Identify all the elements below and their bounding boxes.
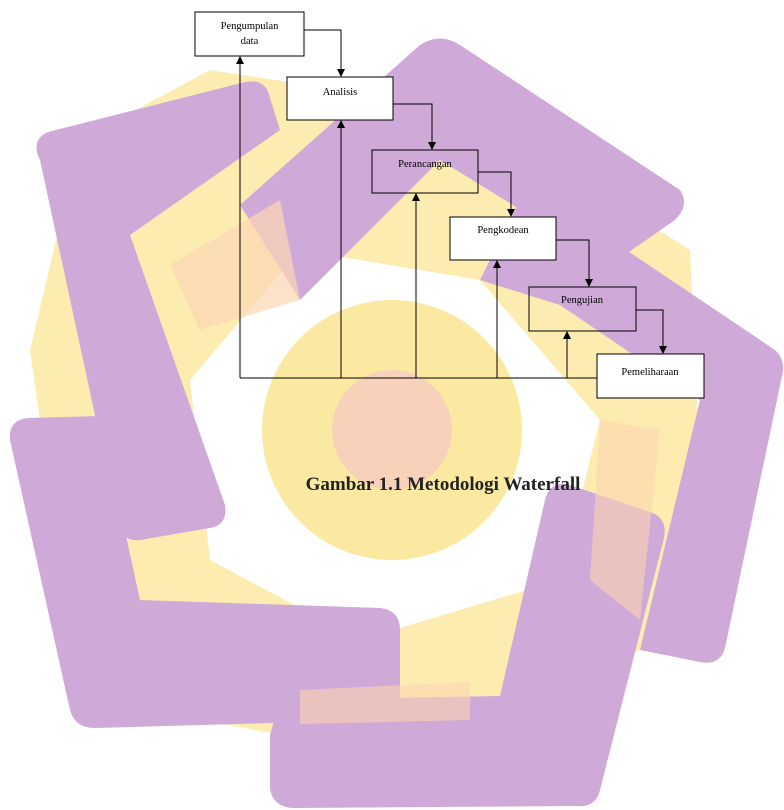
waterfall-diagram: Pengumpulan data Analisis Perancangan Pe… [194, 11, 705, 399]
logo-arm-bottom-left [9, 416, 401, 728]
step-box-analisis: Analisis [286, 76, 394, 121]
logo-arm-bottom [270, 484, 665, 808]
step-label-pengkodean: Pengkodean [477, 225, 529, 236]
step-box-pemeliharaan: Pemeliharaan [596, 353, 705, 399]
logo-peach-accent-1 [170, 200, 300, 330]
step-label-pengumpulan-data-line1: Pengumpulan [221, 21, 279, 32]
university-logo-watermark [9, 38, 784, 808]
step-label-perancangan: Perancangan [398, 159, 452, 170]
forward-arrow-2 [393, 103, 436, 150]
logo-peach-accent-2 [590, 420, 660, 620]
step-label-pengujian: Pengujian [561, 295, 604, 306]
step-box-pengkodean: Pengkodean [449, 216, 557, 261]
step-label-pemeliharaan: Pemeliharaan [621, 367, 679, 378]
step-label-analisis: Analisis [323, 87, 357, 98]
logo-arm-right [480, 191, 784, 663]
logo-peach-accent-3 [300, 682, 470, 724]
step-box-pengujian: Pengujian [528, 286, 637, 332]
forward-arrow-5 [636, 309, 667, 354]
step-label-pengumpulan-data-line2: data [241, 36, 259, 47]
forward-arrow-3 [478, 171, 515, 217]
forward-arrow-4 [556, 239, 593, 287]
step-box-pengumpulan-data: Pengumpulan data [194, 11, 305, 57]
figure-caption: Gambar 1.1 Metodologi Waterfall [305, 474, 581, 495]
forward-arrow-1 [304, 29, 345, 77]
logo-center-circle-inner [332, 370, 452, 490]
